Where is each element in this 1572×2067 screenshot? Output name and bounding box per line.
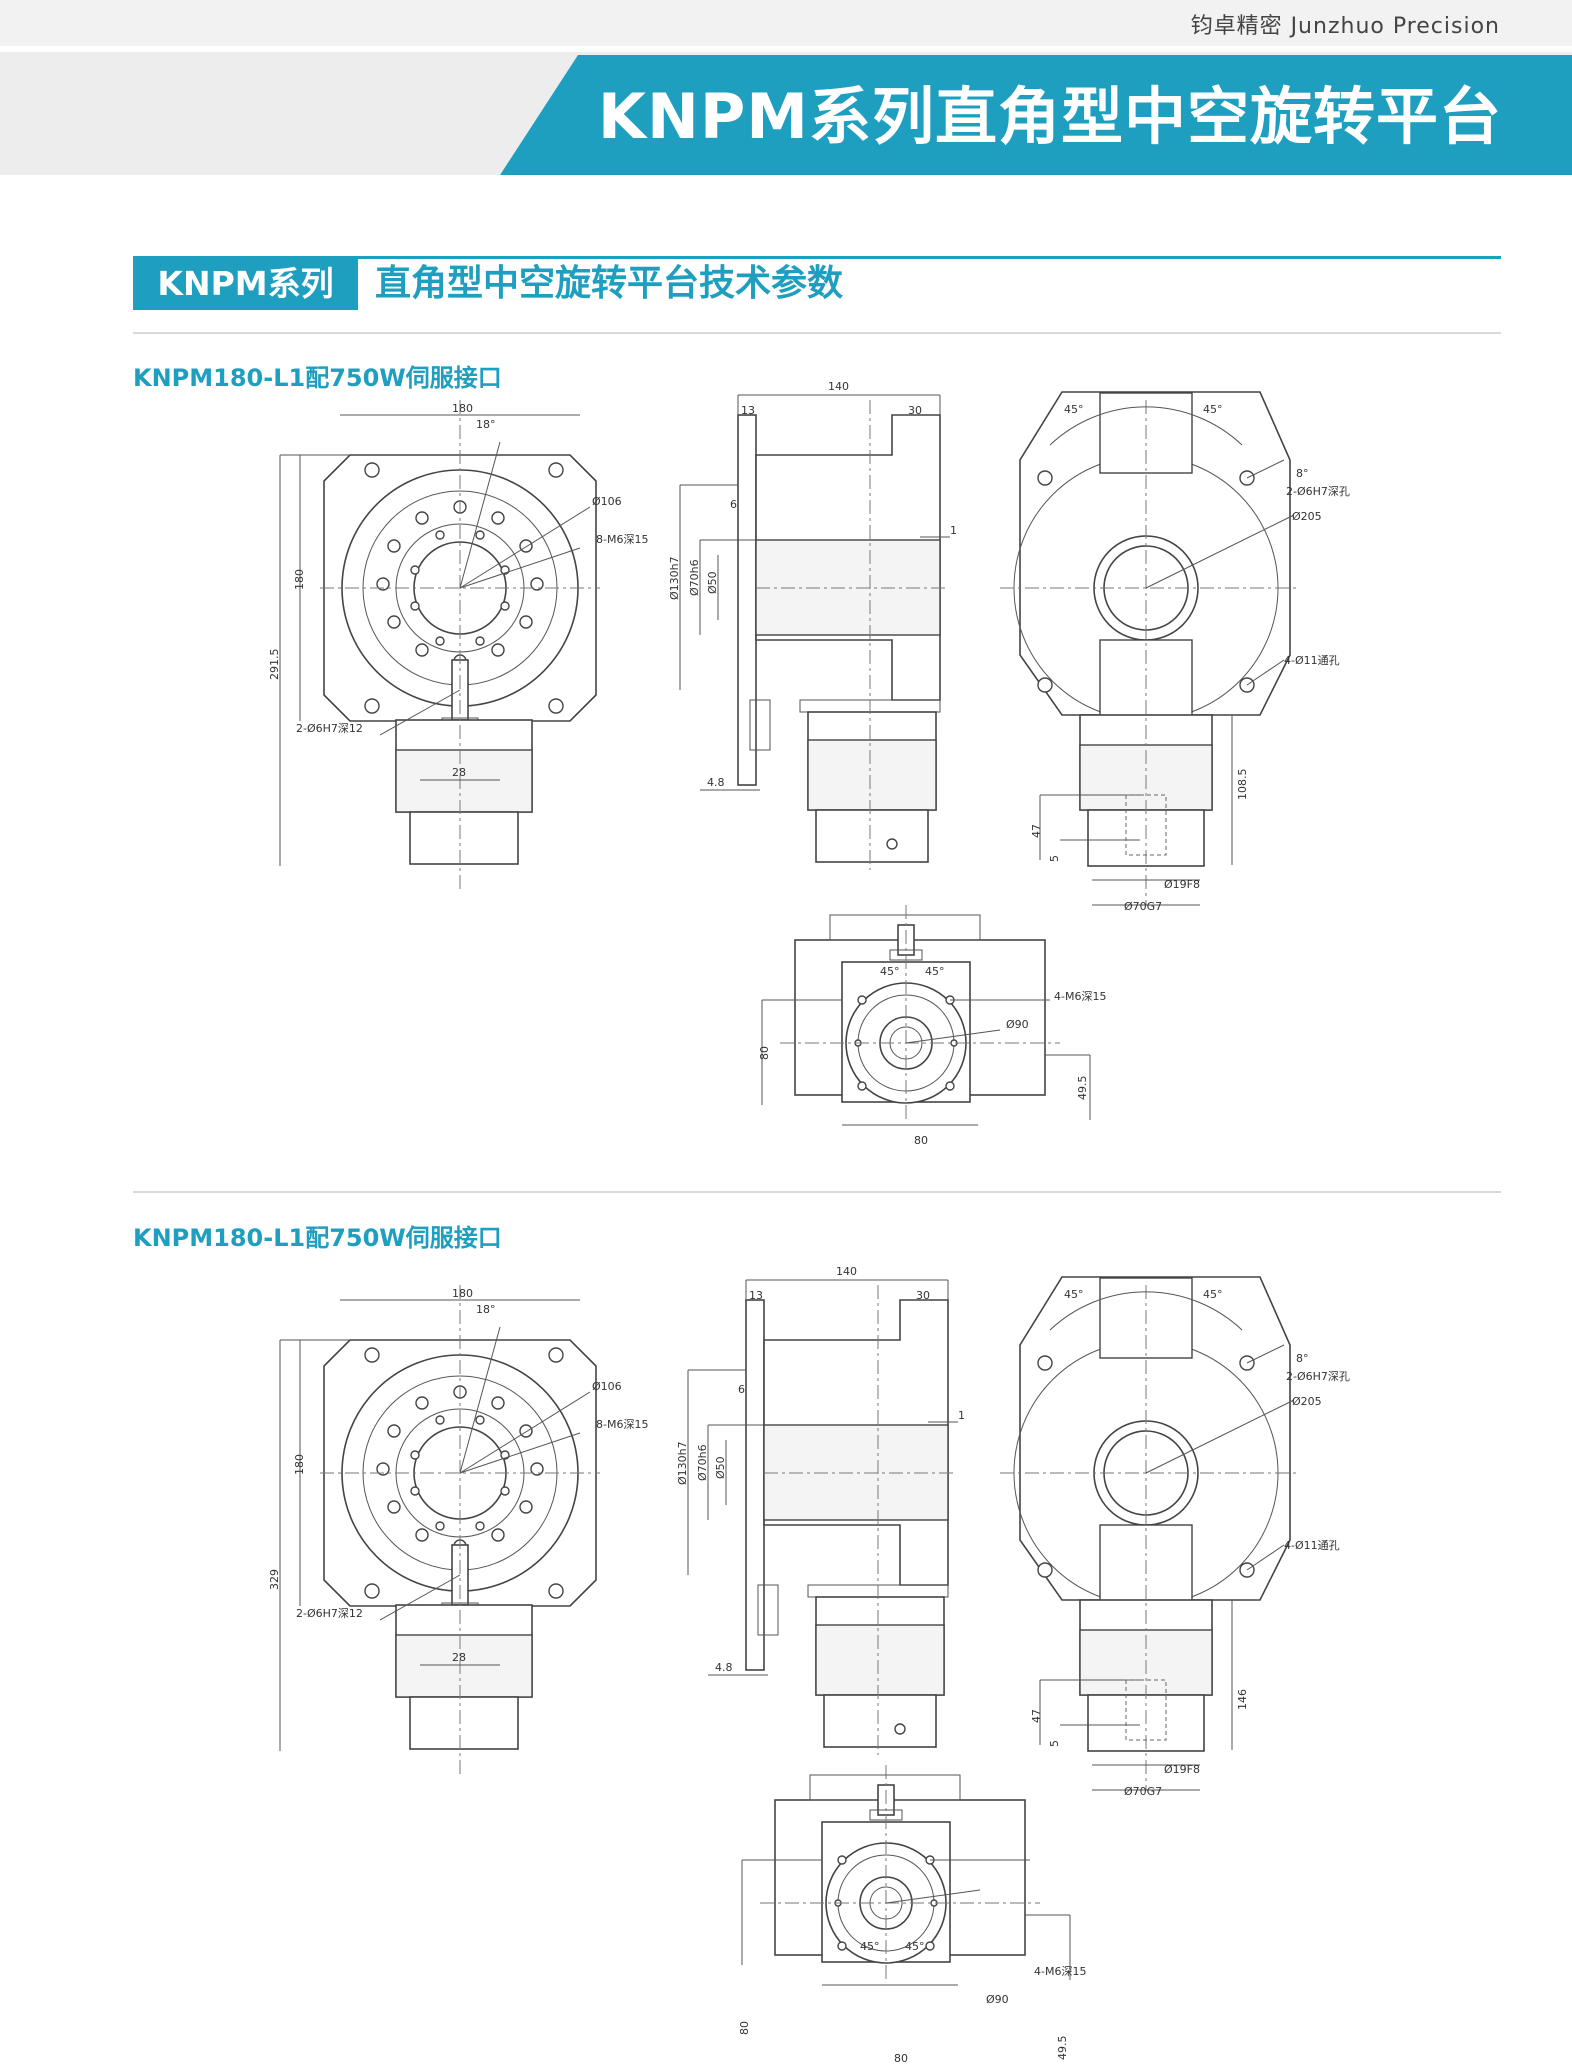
dim-flange: 13 [741, 404, 755, 417]
dim-h3: 5 [1048, 1740, 1061, 1747]
dim-pcd: Ø106 [592, 495, 622, 508]
dim-d1: Ø130h7 [676, 1441, 689, 1485]
dim-d2: Ø70h6 [688, 559, 701, 596]
dim-angle: 18° [476, 1303, 496, 1316]
dim-width: 180 [452, 1287, 473, 1300]
dim-total: 329 [268, 1569, 281, 1590]
drawing-divider [133, 1191, 1501, 1193]
section-divider [133, 332, 1501, 334]
dim-chamfer: 8° [1296, 467, 1309, 480]
rear-view-1 [999, 391, 1301, 906]
dim-length: 140 [828, 380, 849, 393]
dim-h2: 47 [1030, 1709, 1043, 1723]
top-separator [0, 46, 1572, 52]
dim-angle: 18° [476, 418, 496, 431]
dim-thickness: 4.8 [707, 776, 725, 789]
dim-pin: 2-Ø6H7深12 [296, 1607, 363, 1620]
dim-angle-a2: 45° [1203, 403, 1223, 416]
dim-bottom-holes: 4-M6深15 [1054, 990, 1106, 1003]
dim-angle-a2: 45° [1203, 1288, 1223, 1301]
dim-rear-holes: 4-Ø11通孔 [1284, 654, 1340, 667]
section-rule [133, 256, 1501, 259]
dim-bottom-a2: 45° [925, 965, 945, 978]
dim-shaft: Ø19F8 [1164, 1763, 1200, 1776]
dim-h2: 47 [1030, 824, 1043, 838]
dim-step: 30 [908, 404, 922, 417]
dim-d3: Ø50 [706, 571, 719, 594]
drawing-heading-2: KNPM180-L1配750W伺服接口 [133, 1224, 502, 1252]
rear-view-2 [999, 1276, 1301, 1791]
dim-d1: Ø130h7 [668, 556, 681, 600]
dim-gap: 6 [738, 1383, 745, 1396]
side-view-1 [679, 394, 951, 871]
dim-bottom-h: 80 [758, 1046, 771, 1060]
dim-diameter: Ø205 [1292, 510, 1322, 523]
dim-chamfer: 8° [1296, 1352, 1309, 1365]
dim-angle-a1: 45° [1064, 403, 1084, 416]
dim-holes: 8-M6深15 [596, 533, 648, 546]
banner-title: KNPM系列直角型中空旋转平台 [597, 80, 1502, 153]
dim-small: 1 [958, 1409, 965, 1422]
dim-bottom-a1: 45° [880, 965, 900, 978]
dim-bottom-w: 80 [894, 2052, 908, 2065]
dim-holes: 8-M6深15 [596, 1418, 648, 1431]
dim-bottom-h: 80 [738, 2021, 751, 2035]
section-tag: KNPM系列 [133, 258, 358, 310]
dim-height: 180 [293, 569, 306, 590]
dim-thickness: 4.8 [715, 1661, 733, 1674]
drawing-heading-1: KNPM180-L1配750W伺服接口 [133, 364, 502, 392]
dim-rear-holes: 4-Ø11通孔 [1284, 1539, 1340, 1552]
dim-rear-pin: 2-Ø6H7深孔 [1286, 1370, 1350, 1383]
bottom-view-1 [761, 904, 1091, 1126]
dim-bottom-h2: 49.5 [1056, 2036, 1069, 2061]
side-view-2 [687, 1279, 959, 1756]
dim-total: 291.5 [268, 649, 281, 681]
top-bar: 钧卓精密 Junzhuo Precision [0, 0, 1572, 46]
dim-angle-a1: 45° [1064, 1288, 1084, 1301]
dim-small: 1 [950, 524, 957, 537]
dim-height: 180 [293, 1454, 306, 1475]
dim-step: 30 [916, 1289, 930, 1302]
dim-bottom-w: 80 [914, 1134, 928, 1147]
front-view-1 [279, 399, 601, 891]
dim-bottom-holes: 4-M6深15 [1034, 1965, 1086, 1978]
dim-bottom-a1: 45° [860, 1940, 880, 1953]
dim-h1: 108.5 [1236, 769, 1249, 801]
dim-pcd: Ø106 [592, 1380, 622, 1393]
dim-h3: 5 [1048, 855, 1061, 862]
dim-gap: 6 [730, 498, 737, 511]
dim-d3: Ø50 [714, 1456, 727, 1479]
dim-pin: 2-Ø6H7深12 [296, 722, 363, 735]
front-view-2 [279, 1284, 601, 1776]
dim-length: 140 [836, 1265, 857, 1278]
dim-bottom-pcd: Ø90 [986, 1993, 1009, 2006]
section-title: 直角型中空旋转平台技术参数 [375, 263, 844, 304]
dim-rear-pin: 2-Ø6H7深孔 [1286, 485, 1350, 498]
dim-bottom-pcd: Ø90 [1006, 1018, 1029, 1031]
dim-spigot: Ø70G7 [1124, 1785, 1162, 1798]
brand-name: 钧卓精密 Junzhuo Precision [1190, 14, 1500, 39]
dim-key: 28 [452, 766, 466, 779]
dim-diameter: Ø205 [1292, 1395, 1322, 1408]
dim-d2: Ø70h6 [696, 1444, 709, 1481]
dim-bottom-h2: 49.5 [1076, 1076, 1089, 1101]
dim-h1: 146 [1236, 1689, 1249, 1710]
dim-shaft: Ø19F8 [1164, 878, 1200, 891]
dim-spigot: Ø70G7 [1124, 900, 1162, 913]
dim-flange: 13 [749, 1289, 763, 1302]
dim-key: 28 [452, 1651, 466, 1664]
banner-ribbon [500, 55, 1572, 175]
dim-bottom-a2: 45° [905, 1940, 925, 1953]
dim-width: 180 [452, 402, 473, 415]
